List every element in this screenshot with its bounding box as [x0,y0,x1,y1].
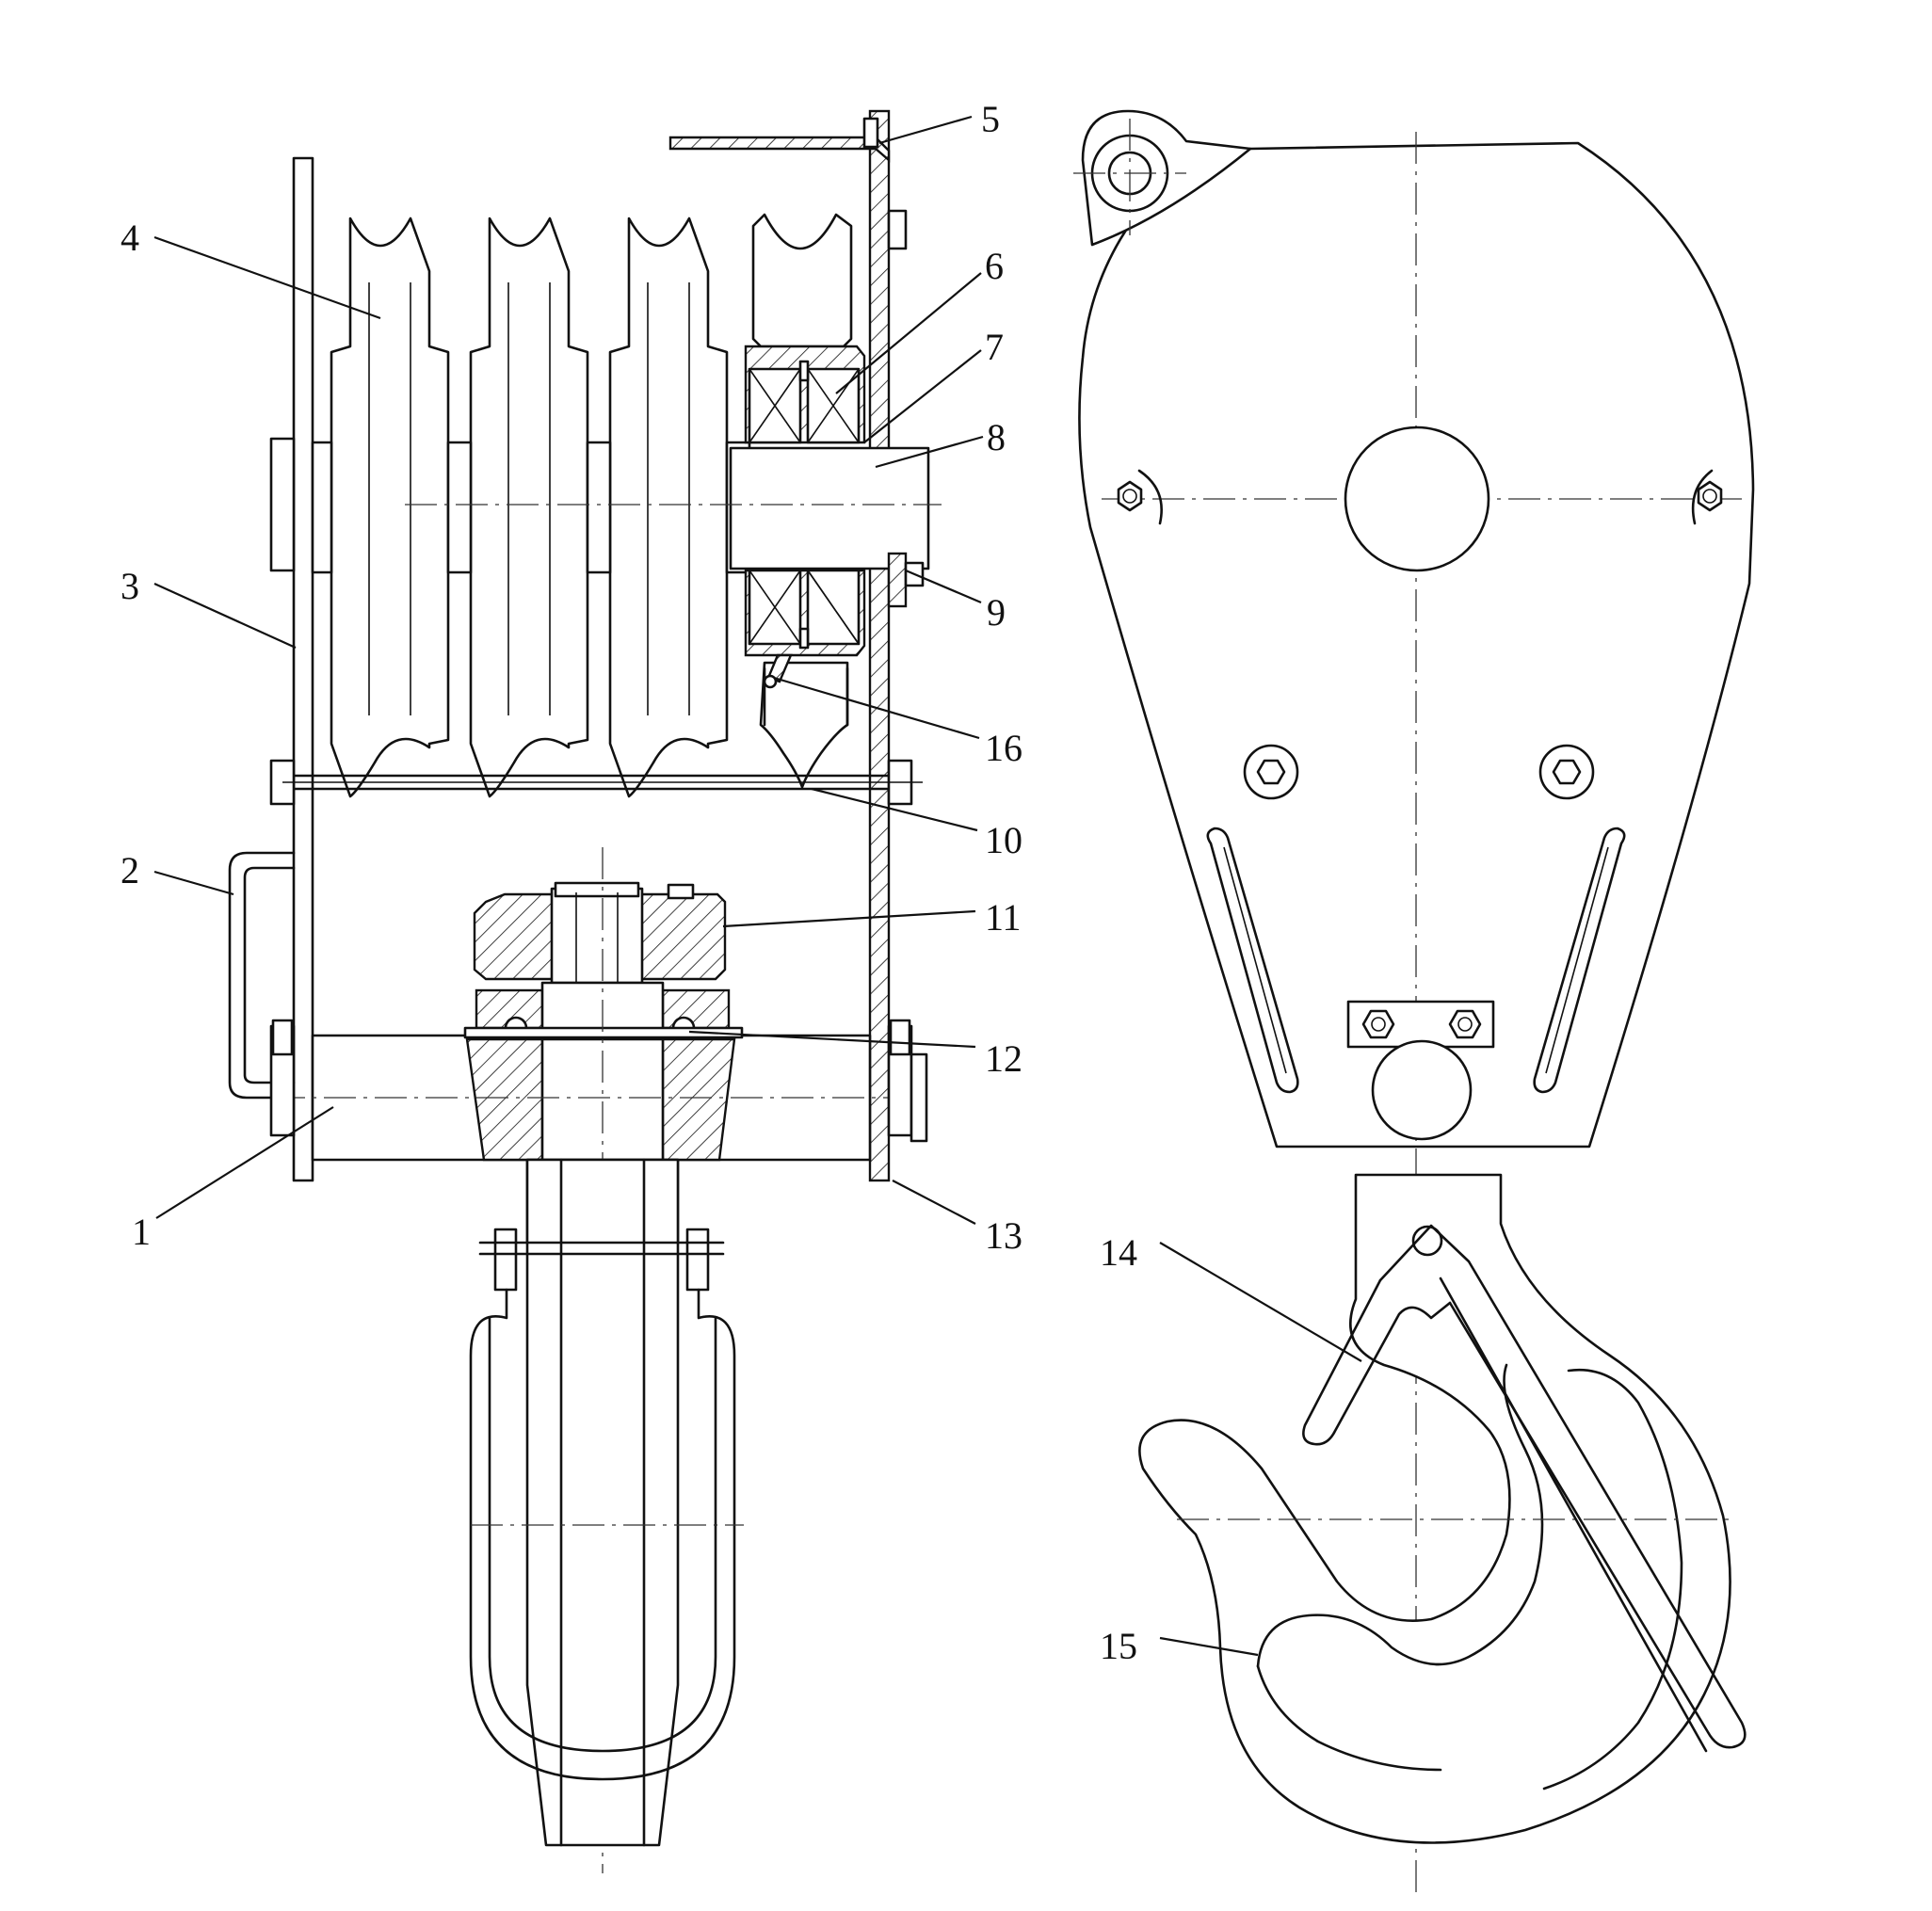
side-bolts [1117,469,1723,525]
leader-lines [153,115,1362,1657]
sheaves [311,217,751,798]
sheave-3 [608,217,729,798]
label-5: 5 [981,98,1000,140]
top-guard-bolt [887,209,908,250]
safety-latch [1302,1224,1747,1753]
side-section-view [228,109,942,1873]
label-2: 2 [121,849,139,891]
sectioned-sheave [744,213,866,789]
label-4: 4 [121,217,139,259]
hook-nut [473,881,727,1026]
label-15: 15 [1100,1625,1137,1667]
label-10: 10 [985,819,1022,861]
grease-nipple [766,653,793,683]
thrust-bearing [463,981,744,1040]
label-13: 13 [985,1214,1022,1257]
label-14: 14 [1100,1231,1137,1274]
handle [228,851,296,1100]
hook-front [1138,1173,1732,1844]
axle-retaining-plate [887,552,908,608]
hook-side-view [469,1158,744,1847]
label-12: 12 [985,1037,1022,1080]
top-guard-plate [668,136,891,163]
front-view [1073,109,1755,1892]
label-16: 16 [985,727,1022,769]
sheave-hub-1 [311,441,333,574]
label-11: 11 [985,896,1022,939]
label-9: 9 [987,591,1006,634]
sheave-axle [729,446,930,570]
label-8: 8 [987,416,1006,458]
front-axle [1344,426,1490,572]
label-7: 7 [985,326,1004,368]
sheave-1 [330,217,450,798]
part-labels: 1 2 3 4 5 6 7 8 9 10 11 12 13 14 15 16 [121,98,1137,1667]
sheave-2 [469,217,589,798]
top-guard-stud [862,117,879,149]
sheave-hub-3 [586,441,612,574]
label-6: 6 [985,245,1004,287]
label-3: 3 [121,565,139,607]
label-1: 1 [132,1211,151,1253]
left-side-plate [292,156,314,1182]
sheave-hub-2 [446,441,473,574]
hook-body [1138,1173,1731,1844]
right-side-plate [868,109,891,1182]
left-hub-boss [269,437,296,572]
